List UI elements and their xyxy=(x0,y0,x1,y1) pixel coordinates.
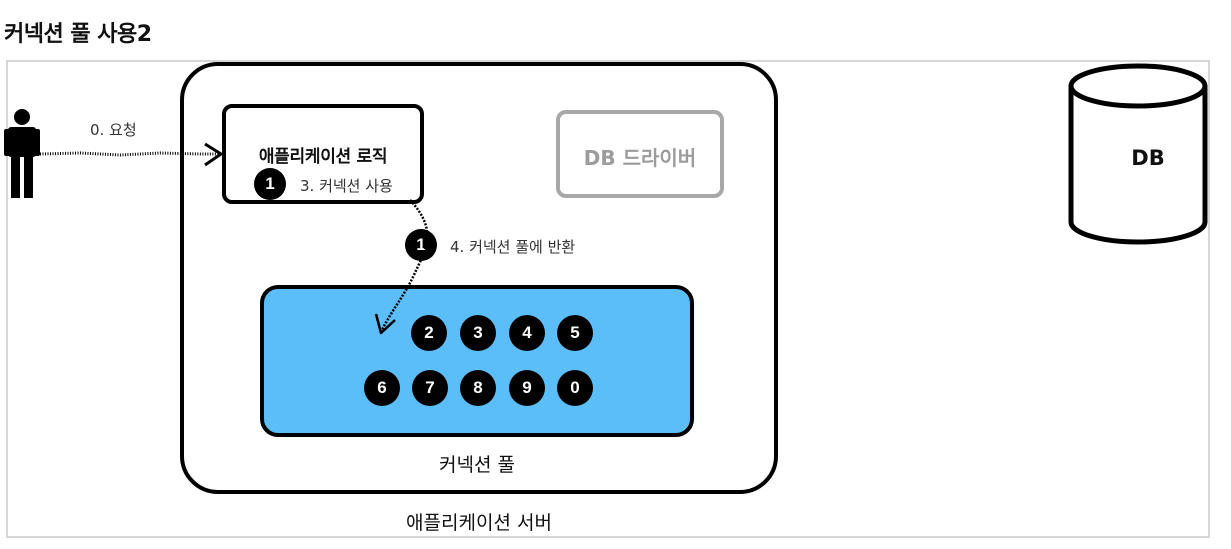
diagram-frame xyxy=(6,60,1210,538)
person-icon xyxy=(4,109,40,198)
return-step-label: 4. 커넥션 풀에 반환 xyxy=(450,238,576,256)
db-driver-box xyxy=(556,110,724,198)
request-arrow xyxy=(39,151,219,157)
pool-connection: 8 xyxy=(460,370,496,406)
pool-connection: 3 xyxy=(460,315,496,351)
application-logic-label: 애플리케이션 로직 xyxy=(258,147,388,167)
return-arrow xyxy=(380,199,429,331)
returning-connection-badge: 1 xyxy=(405,229,437,261)
connection-use-label: 3. 커넥션 사용 xyxy=(300,177,393,195)
held-connection-badge: 1 xyxy=(254,168,286,200)
pool-connection: 4 xyxy=(509,315,545,351)
pool-connection: 7 xyxy=(412,370,448,406)
page-title: 커넥션 풀 사용2 xyxy=(4,22,152,47)
connection-pool-label: 커넥션 풀 xyxy=(439,454,515,476)
database-cylinder-icon xyxy=(1068,63,1208,245)
db-driver-label: DB 드라이버 xyxy=(583,146,697,170)
pool-connection: 5 xyxy=(557,315,593,351)
request-label: 0. 요청 xyxy=(90,121,137,139)
pool-connection: 2 xyxy=(411,315,447,351)
pool-connection: 9 xyxy=(509,370,545,406)
application-server-label: 애플리케이션 서버 xyxy=(406,512,552,534)
pool-connection: 6 xyxy=(364,370,400,406)
connection-pool-box xyxy=(260,285,694,437)
pool-connection: 0 xyxy=(557,370,593,406)
db-label: DB xyxy=(1131,146,1165,170)
